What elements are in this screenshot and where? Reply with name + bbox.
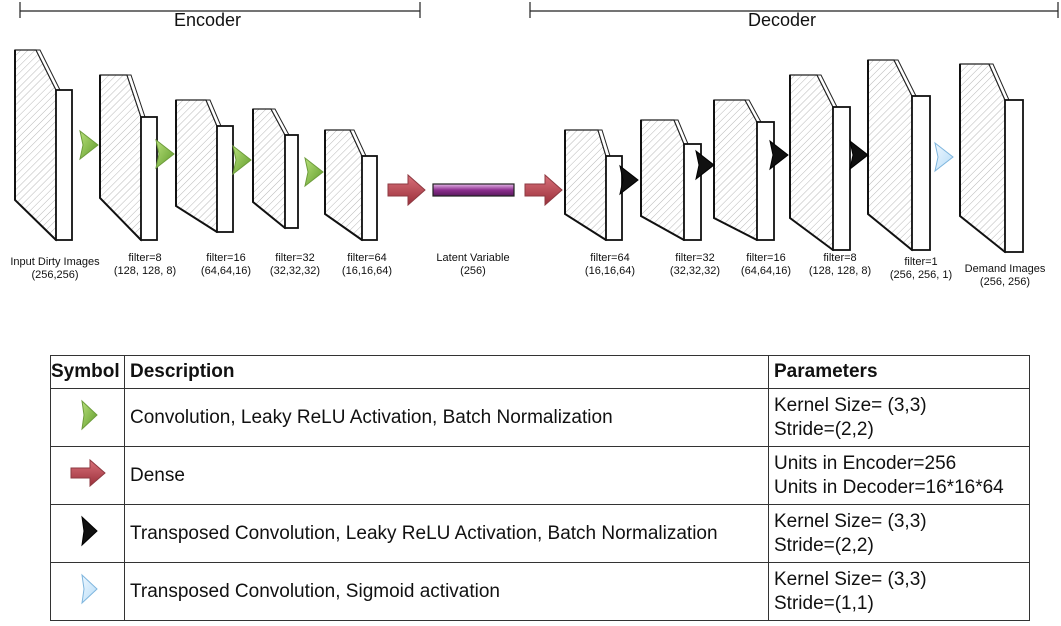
layer-block (640, 119, 702, 242)
description-cell: Convolution, Leaky ReLU Activation, Batc… (124, 388, 769, 447)
layer-block (867, 59, 931, 252)
description-cell: Transposed Convolution, Leaky ReLU Activ… (124, 504, 769, 563)
layer-block (789, 74, 851, 252)
encoder-bracket (19, 2, 421, 18)
legend-header-row: Symbol Description Parameters (50, 355, 1030, 389)
layer-label: filter=64(16,16,64) (341, 252, 393, 277)
layer-label: Demand Images(256, 256) (964, 263, 1046, 288)
convolution-arrow-icon (155, 138, 175, 170)
latent-variable-bar (432, 183, 515, 197)
parameters-cell: Kernel Size= (3,3)Stride=(1,1) (768, 562, 1030, 621)
symbol-cell (50, 446, 125, 505)
architecture-diagram (14, 2, 1059, 254)
layer-block (324, 129, 378, 242)
legend-row-transposed-convolution: Transposed Convolution, Leaky ReLU Activ… (50, 504, 1030, 563)
red-arrow-icon (70, 458, 106, 487)
legend-row-convolution: Convolution, Leaky ReLU Activation, Batc… (50, 388, 1030, 447)
decoder-bracket (529, 2, 1059, 18)
black-arrow-icon (80, 515, 98, 546)
layer-block (564, 129, 623, 242)
layer-label: Latent Variable(256) (436, 252, 510, 277)
layer-block (959, 63, 1024, 254)
convolution-arrow-icon (304, 156, 324, 188)
green-arrow-icon (80, 399, 98, 430)
layer-block (252, 108, 299, 230)
transposed-convolution-arrow-icon (849, 139, 869, 171)
layer-label: filter=8(128, 128, 8) (113, 252, 177, 277)
layer-label: Input Dirty Images(256,256) (10, 256, 100, 281)
layer-label: filter=16(64,64,16) (200, 252, 252, 277)
convolution-arrow-icon (79, 129, 99, 161)
symbol-cell (50, 388, 125, 447)
transposed-convolution-arrow-icon (619, 164, 639, 196)
sigmoid-arrow-icon (934, 141, 954, 173)
parameters-cell: Kernel Size= (3,3)Stride=(2,2) (768, 388, 1030, 447)
parameters-cell: Kernel Size= (3,3)Stride=(2,2) (768, 504, 1030, 563)
dense-arrow-icon (387, 173, 426, 207)
transposed-convolution-arrow-icon (695, 149, 715, 181)
layer-label: filter=16(64,64,16) (740, 252, 792, 277)
encoder-title: Encoder (174, 10, 242, 30)
description-cell: Transposed Convolution, Sigmoid activati… (124, 562, 769, 621)
light-blue-arrow-icon (80, 573, 98, 604)
legend-table: Symbol Description Parameters Convolutio… (50, 355, 1030, 621)
layer-label: filter=1(256, 256, 1) (889, 256, 953, 281)
description-cell: Dense (124, 446, 769, 505)
layer-block (175, 99, 234, 234)
symbol-header: Symbol (50, 355, 125, 389)
layer-block (14, 49, 73, 242)
convolution-arrow-icon (232, 144, 252, 176)
symbol-cell (50, 562, 125, 621)
layer-label: filter=64(16,16,64) (584, 252, 636, 277)
legend-row-transposed-sigmoid: Transposed Convolution, Sigmoid activati… (50, 562, 1030, 621)
dense-arrow-icon (524, 173, 563, 207)
layer-label: filter=32(32,32,32) (269, 252, 321, 277)
transposed-convolution-arrow-icon (769, 139, 789, 171)
parameters-header: Parameters (768, 355, 1030, 389)
layer-label: filter=8(128, 128, 8) (808, 252, 872, 277)
decoder-title: Decoder (748, 10, 817, 30)
layer-label: filter=32(32,32,32) (669, 252, 721, 277)
symbol-cell (50, 504, 125, 563)
description-header: Description (124, 355, 769, 389)
layer-block (99, 74, 158, 242)
layer-block (713, 99, 775, 242)
